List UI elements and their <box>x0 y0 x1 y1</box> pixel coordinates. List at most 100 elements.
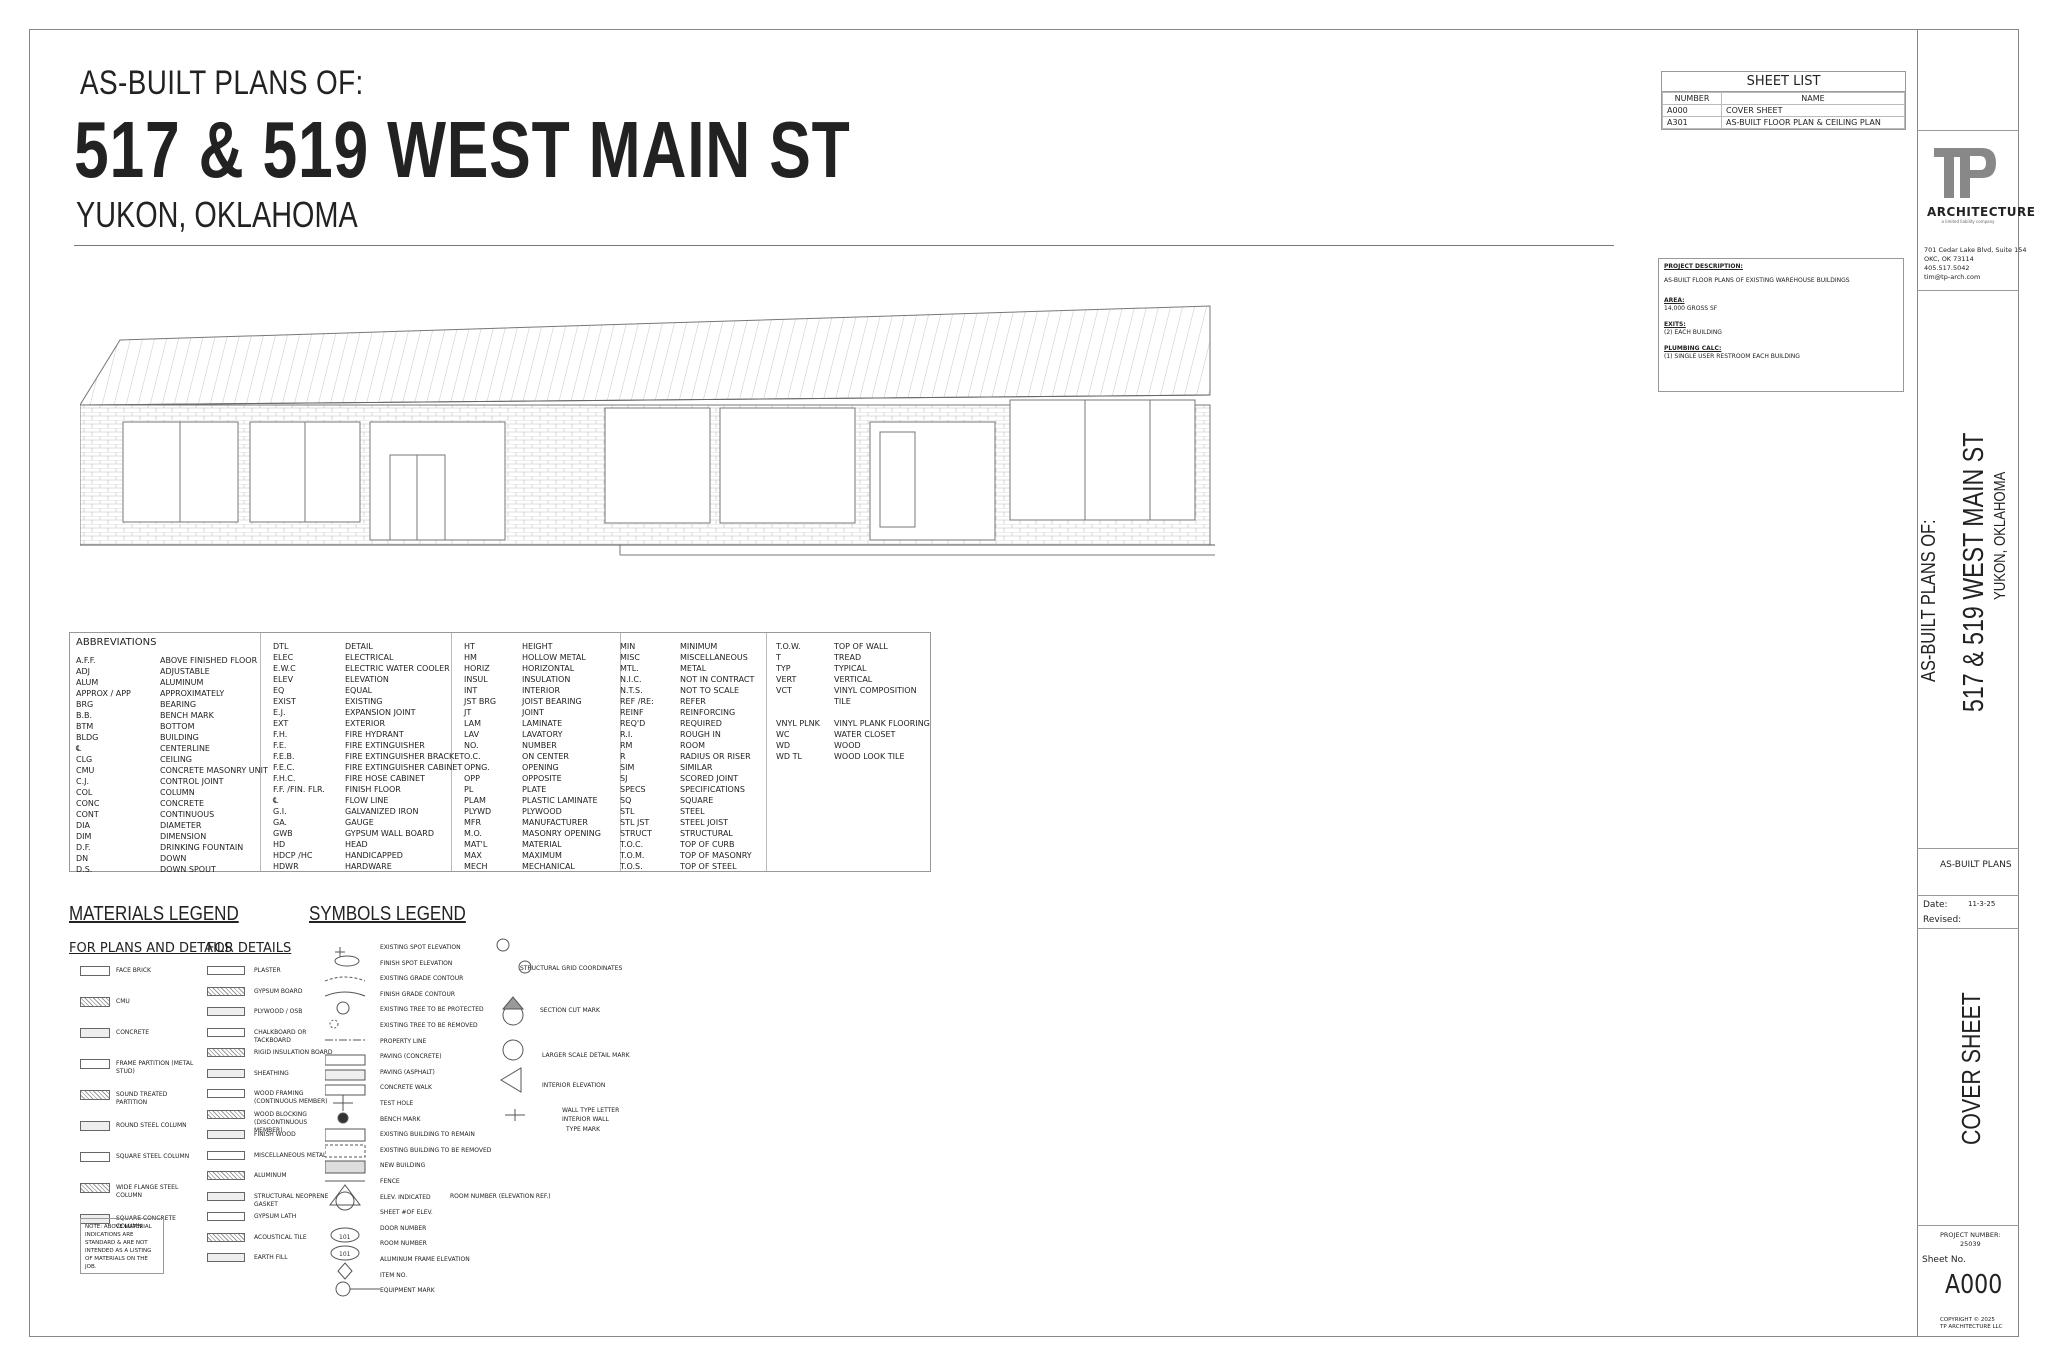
abbreviation-key: N.T.S. <box>620 686 643 695</box>
abbreviation-key: GA. <box>273 818 288 827</box>
abbreviation-meaning: STEEL <box>680 807 705 816</box>
abbreviation-key: PL <box>464 785 474 794</box>
abbreviation-meaning: VINYL COMPOSITION <box>834 686 917 695</box>
abbreviation-meaning: LAMINATE <box>522 719 563 728</box>
abbreviation-key: HD <box>273 840 286 849</box>
abbreviation-key: LAM <box>464 719 482 728</box>
abbreviation-meaning: FLOW LINE <box>345 796 389 805</box>
abbreviation-key: CONC <box>76 799 100 808</box>
material-swatch <box>207 1253 245 1262</box>
material-label: STRUCTURAL NEOPRENE GASKET <box>254 1192 329 1208</box>
abbreviation-row: OPNG.OPENING <box>464 762 601 773</box>
vertical-project-title: 517 & 519 WEST MAIN ST <box>1958 432 1990 712</box>
abbreviation-meaning: ON CENTER <box>522 752 569 761</box>
abbreviation-key: DIM <box>76 832 92 841</box>
sheet-list: SHEET LIST NUMBER NAME A000 COVER SHEET … <box>1661 71 1906 130</box>
abbreviation-row: ℄FLOW LINE <box>273 795 464 806</box>
material-label: FINISH WOOD <box>254 1131 296 1138</box>
abbreviation-key: HDWR <box>273 862 299 871</box>
abbreviation-row: C.J. CONTROL JOINT <box>76 776 268 787</box>
abbreviation-key: MAX <box>464 851 482 860</box>
abbreviation-row: N.I.C.NOT IN CONTRACT <box>620 674 754 685</box>
address-line-1: 701 Cedar Lake Blvd, Suite 154 <box>1924 246 2027 254</box>
abbreviation-meaning: TOP OF CURB <box>680 840 735 849</box>
abbreviation-meaning: ADJUSTABLE <box>160 667 210 676</box>
abbreviation-row: N.T.S.NOT TO SCALE <box>620 685 754 696</box>
abbreviation-meaning: EXPANSION JOINT <box>345 708 416 717</box>
abbreviation-meaning: MASONRY OPENING <box>522 829 601 838</box>
sheet-border <box>29 29 2019 1337</box>
abbreviation-meaning: CENTERLINE <box>160 744 210 753</box>
firm-name: ARCHITECTURE <box>1927 205 2036 219</box>
abbreviation-key: MAT'L <box>464 840 488 849</box>
abbreviation-meaning: GALVANIZED IRON <box>345 807 419 816</box>
symbol-label: SECTION CUT MARK <box>540 1007 600 1014</box>
address-line-2: OKC, OK 73114 <box>1924 255 1974 263</box>
door-number-mark: 101 <box>339 1234 351 1241</box>
abbreviation-meaning: ELECTRICAL <box>345 653 394 662</box>
abbreviation-key: C.J. <box>76 777 90 786</box>
symbol-label: EXISTING BUILDING TO REMAIN <box>380 1131 475 1139</box>
abbreviation-row: ℄CENTERLINE <box>76 743 268 754</box>
abbreviation-meaning: CONTROL JOINT <box>160 777 224 786</box>
plumbing-value: (1) SINGLE USER RESTROOM EACH BUILDING <box>1664 353 1800 360</box>
abbreviation-key: TYP <box>776 664 791 673</box>
phase-label: AS-BUILT PLANS <box>1940 860 2012 870</box>
abbreviation-meaning: ABOVE FINISHED FLOOR <box>160 656 258 665</box>
material-swatch <box>207 1027 245 1037</box>
material-label: WOOD BLOCKING (DISCONTINUOUS MEMBER) <box>254 1110 308 1134</box>
material-swatch <box>207 966 245 975</box>
abbreviation-row: T.O.M.TOP OF MASONRY <box>620 850 754 861</box>
symbol-label: EXISTING GRADE CONTOUR <box>380 975 464 983</box>
exits-label: EXITS: <box>1664 321 1686 328</box>
abbreviation-key: SJ <box>620 774 628 783</box>
symbol-label: NEW BUILDING <box>380 1162 426 1170</box>
abbreviation-key: OPP <box>464 774 480 783</box>
abbreviation-key: MECH <box>464 862 488 871</box>
abbreviation-row: G.I.GALVANIZED IRON <box>273 806 464 817</box>
material-label: WOOD FRAMING (CONTINUOUS MEMBER) <box>254 1090 328 1105</box>
material-label: PLASTER <box>254 967 281 974</box>
abbreviation-key: N.I.C. <box>620 675 642 684</box>
abbreviation-row: MTL.METAL <box>620 663 754 674</box>
material-swatch <box>207 1109 245 1119</box>
material-swatch <box>207 1150 245 1160</box>
abbreviation-meaning: WOOD <box>834 741 861 750</box>
vertical-location: YUKON, OKLAHOMA <box>1992 471 2009 600</box>
abbreviation-meaning: FIRE HOSE CABINET <box>345 774 425 783</box>
symbol-label: DOOR NUMBER <box>380 1224 427 1232</box>
abbreviation-key: DN <box>76 854 89 863</box>
abbreviation-meaning: ROOM <box>680 741 706 750</box>
symbols-graphics-right <box>496 938 532 1121</box>
abbreviation-meaning: TILE <box>834 697 851 706</box>
abbreviation-meaning: BUILDING <box>160 733 199 742</box>
material-label: ACOUSTICAL TILE <box>254 1233 307 1241</box>
abbreviation-meaning: OPPOSITE <box>522 774 562 783</box>
abbreviation-row: F.H.FIRE HYDRANT <box>273 729 464 740</box>
material-label: GYPSUM LATH <box>254 1213 297 1220</box>
material-label: PLYWOOD / OSB <box>254 1008 303 1015</box>
abbreviation-key: INSUL <box>464 675 488 684</box>
symbol-label: INTERIOR ELEVATION <box>542 1082 606 1089</box>
material-label: EARTH FILL <box>254 1254 288 1261</box>
